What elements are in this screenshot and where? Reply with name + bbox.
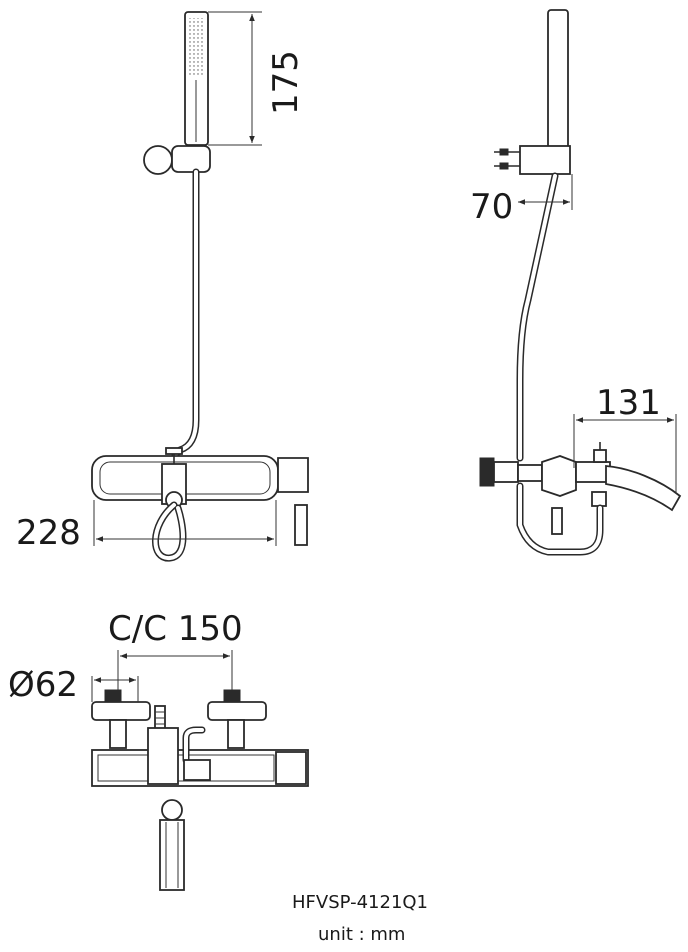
spout-top: [159, 819, 185, 891]
dim-cc150-label: C/C 150: [108, 609, 243, 649]
shower-head-side: [547, 9, 569, 149]
dim-175-label: 175: [266, 50, 306, 115]
dim-228-label: 228: [16, 513, 81, 553]
wall-bracket-knob: [143, 145, 173, 175]
top-view: C/C 150 Ø62: [8, 609, 309, 891]
wall-bracket-front: [171, 145, 211, 173]
handle-left: [91, 701, 151, 721]
handle-right: [207, 701, 267, 721]
wall-bracket-side: [519, 145, 571, 175]
model-number: HFVSP-4121Q1: [292, 892, 428, 913]
dim-70-label: 70: [470, 187, 513, 227]
dim-131-label: 131: [596, 383, 661, 423]
side-view: 70 131: [470, 9, 682, 556]
dim-diameter-label: Ø62: [8, 665, 78, 705]
unit-label: unit : mm: [318, 924, 405, 945]
front-view: 175 228: [16, 11, 309, 562]
